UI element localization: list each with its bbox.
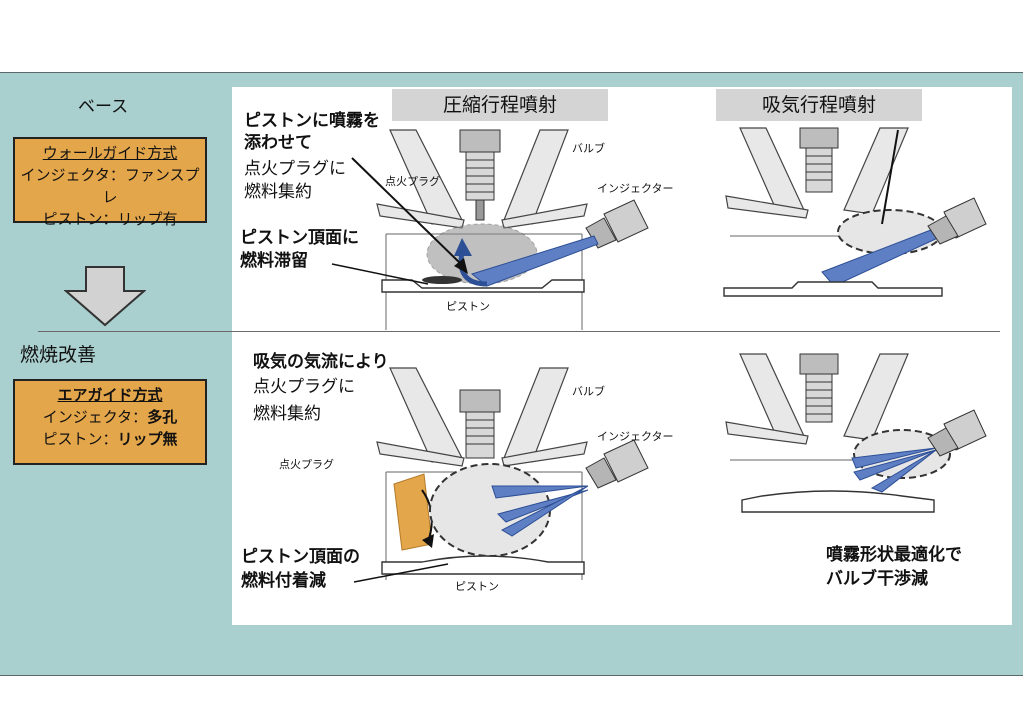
improved-method-box: エアガイド方式 インジェクタ：多孔 ピストン：リップ無 <box>13 379 207 465</box>
top-left-injector-label: インジェクター <box>597 182 674 195</box>
down-arrow-icon <box>64 266 146 327</box>
piston-prefix: ピストン： <box>42 430 118 448</box>
valve-icon <box>376 129 588 229</box>
spark-plug-icon <box>799 353 839 423</box>
spark-plug-icon <box>799 127 839 193</box>
valve-icon <box>725 353 909 445</box>
bottom-left-plug-label: 点火プラグ <box>279 458 334 471</box>
engine-diagram-intake-base <box>723 127 987 297</box>
bottom-left-injector-label: インジェクター <box>597 430 674 443</box>
injector-icon <box>585 439 649 489</box>
piston-value: リップ無 <box>117 430 178 448</box>
top-left-note-line4: 燃料集約 <box>244 182 312 202</box>
top-left-valve-label: バルブ <box>572 142 605 155</box>
base-label: ベース <box>78 97 129 117</box>
spark-plug-icon <box>459 389 501 459</box>
valve-icon <box>725 127 909 219</box>
bottom-left-valve-label: バルブ <box>572 385 605 398</box>
injector-value: 多孔 <box>147 408 178 426</box>
annotation-line <box>353 563 449 583</box>
injector-icon <box>927 409 987 457</box>
injector-icon <box>585 199 649 249</box>
bottom-left-note-line2: 点火プラグに <box>253 377 355 397</box>
top-left-plug-label: 点火プラグ <box>385 175 440 188</box>
base-piston-line: ピストン：リップ有 <box>42 210 178 228</box>
engine-diagram-compression-base <box>376 129 649 330</box>
annotation-line <box>331 263 429 285</box>
valve-icon <box>376 367 588 467</box>
top-left-note-line2: 添わせて <box>244 133 312 153</box>
improved-injector-line: インジェクタ：多孔 <box>15 406 205 428</box>
engine-diagram-intake-improved <box>725 353 987 513</box>
bottom-left-note2-line1: ピストン頂面の <box>241 547 360 567</box>
injector-icon <box>927 197 987 245</box>
bottom-left-piston-label: ピストン <box>455 580 499 593</box>
piston-icon <box>723 281 943 297</box>
engine-diagram-compression-improved <box>376 367 649 580</box>
improved-piston-line: ピストン：リップ無 <box>15 428 205 450</box>
spark-plug-icon <box>459 129 501 221</box>
annotation-arrow <box>351 157 468 274</box>
base-injector-line: インジェクタ：ファンスプレ <box>20 166 200 206</box>
piston-icon <box>381 555 585 575</box>
improved-method-title: エアガイド方式 <box>57 386 163 404</box>
compression-stroke-header: 圧縮行程噴射 <box>392 89 608 121</box>
top-left-note2-line2: 燃料滞留 <box>240 251 308 271</box>
piston-icon <box>381 279 585 293</box>
base-method-title: ウォールガイド方式 <box>42 144 178 162</box>
top-left-note2-line1: ピストン頂面に <box>240 228 359 248</box>
intake-stroke-header: 吸気行程噴射 <box>716 89 922 121</box>
bottom-right-note-line1: 噴霧形状最適化で <box>826 545 962 565</box>
bottom-left-note2-line2: 燃料付着減 <box>241 571 326 591</box>
base-method-box: ウォールガイド方式 インジェクタ：ファンスプレ ピストン：リップ有 <box>13 137 207 228</box>
bottom-right-note-line2: バルブ干渉減 <box>826 569 928 589</box>
piston-icon <box>741 490 935 513</box>
top-left-piston-label: ピストン <box>446 300 490 313</box>
row-divider <box>38 331 1000 332</box>
top-left-note-line3: 点火プラグに <box>244 159 346 179</box>
improve-label: 燃焼改善 <box>20 344 97 366</box>
bottom-left-note-line1: 吸気の気流により <box>253 352 389 372</box>
bottom-left-note-line3: 燃料集約 <box>253 404 321 424</box>
injector-prefix: インジェクタ： <box>42 408 148 426</box>
top-left-note-line1: ピストンに噴霧を <box>244 111 380 131</box>
